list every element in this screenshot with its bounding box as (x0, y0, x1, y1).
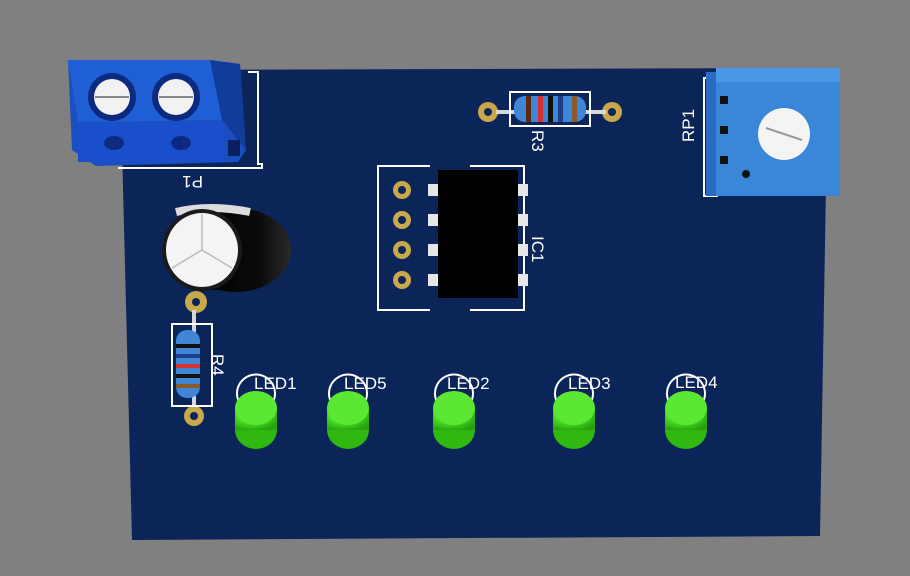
pcb-board (120, 68, 828, 540)
led-label-1: LED1 (254, 374, 297, 393)
electrolytic-capacitor (162, 204, 291, 313)
resistor-r3 (478, 91, 622, 127)
ic1-label: IC1 (528, 236, 547, 262)
terminal-block-p1 (68, 60, 263, 169)
resistor-r4 (171, 310, 213, 426)
r4-label: R4 (208, 354, 227, 376)
p1-label: P1 (182, 172, 203, 191)
led-label-5: LED4 (675, 373, 718, 392)
trimmer-rp1 (703, 68, 840, 197)
led-label-3: LED2 (447, 374, 490, 393)
rp1-label: RP1 (679, 109, 698, 142)
r3-label: R3 (528, 130, 547, 152)
ic-ic1 (377, 165, 528, 311)
